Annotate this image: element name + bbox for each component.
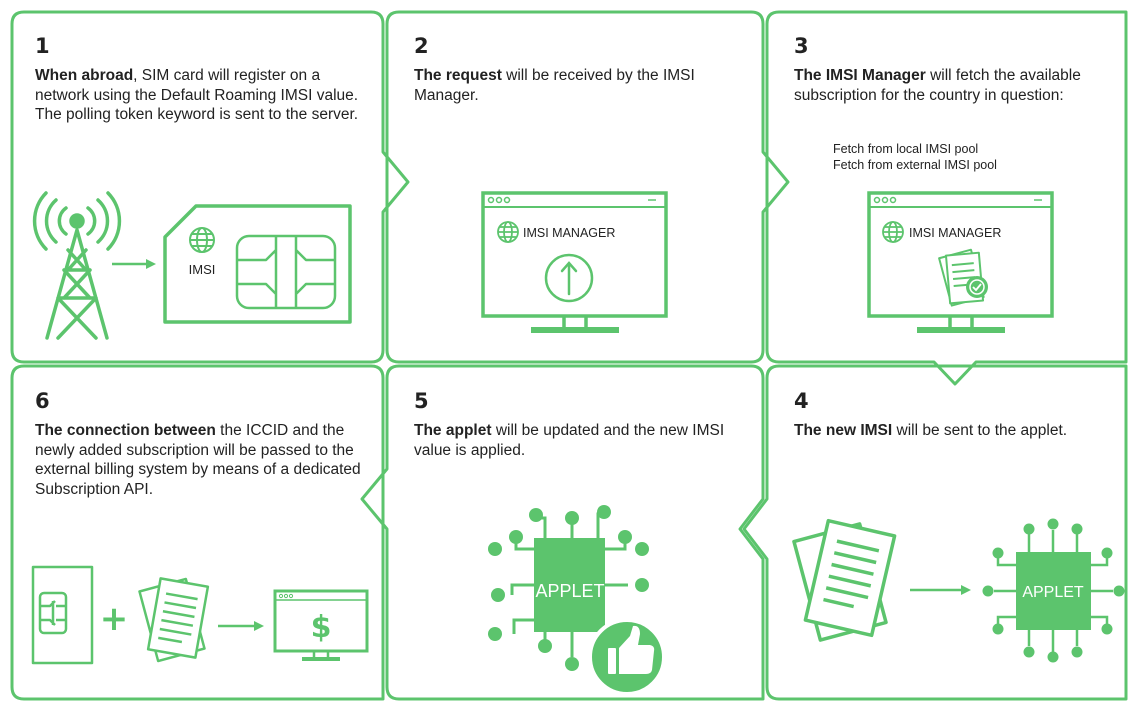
plus-sign: +	[100, 599, 129, 639]
sim-card-icon	[31, 565, 94, 665]
step-4-number: 4	[794, 389, 809, 413]
step-3-sub-items: Fetch from local IMSI pool Fetch from ex…	[833, 141, 1093, 173]
step-3-description: The IMSI Manager will fetch the availabl…	[794, 67, 1081, 104]
document-icon	[792, 518, 897, 642]
dollar-icon: $	[311, 610, 332, 645]
sim-chip-icon	[235, 234, 337, 310]
sub-item-local-pool: Fetch from local IMSI pool	[833, 142, 979, 156]
monitor-icon	[273, 589, 369, 661]
globe-icon	[497, 221, 519, 243]
step-6-number: 6	[35, 389, 50, 413]
step-5-number: 5	[414, 389, 429, 413]
monitor-icon	[481, 191, 668, 333]
step-1-number: 1	[35, 34, 50, 58]
panel-5-border	[360, 364, 765, 701]
sub-item-external-pool: Fetch from external IMSI pool	[833, 158, 997, 172]
panel-3-border	[765, 10, 1128, 386]
monitor-icon	[867, 191, 1054, 333]
document-icon	[138, 577, 210, 663]
antenna-tower-icon	[32, 191, 122, 340]
thumbs-up-icon	[588, 618, 666, 696]
check-badge-icon	[966, 276, 988, 298]
sim-card-icon	[163, 204, 352, 324]
globe-icon	[189, 227, 215, 253]
panel-4-border	[742, 364, 1128, 701]
step-3-number: 3	[794, 34, 809, 58]
arrow-right-icon	[910, 585, 971, 595]
panel-6-border	[10, 364, 385, 701]
globe-icon	[882, 221, 904, 243]
panel-2-border	[385, 10, 790, 364]
step-6-description: The connection between the ICCID and the…	[35, 422, 361, 498]
arrow-right-icon	[218, 621, 264, 631]
step-4-description: The new IMSI will be sent to the applet.	[794, 422, 1068, 439]
step-2-description: The request will be received by the IMSI…	[414, 67, 695, 104]
chip-icon	[488, 505, 649, 671]
upload-arrow-icon	[544, 253, 594, 303]
chip-icon	[982, 518, 1125, 663]
chip-label: APPLET	[535, 581, 604, 601]
panel-1-border	[10, 10, 410, 364]
sim-label: IMSI	[189, 262, 216, 277]
step-1-description: When abroad, SIM card will register on a…	[35, 67, 359, 123]
chip-label: APPLET	[1022, 584, 1084, 601]
arrow-right-icon	[112, 259, 156, 269]
screen-label: IMSI MANAGER	[523, 226, 615, 240]
step-2-number: 2	[414, 34, 429, 58]
screen-label: IMSI MANAGER	[909, 226, 1001, 240]
step-5-description: The applet will be updated and the new I…	[414, 422, 725, 459]
